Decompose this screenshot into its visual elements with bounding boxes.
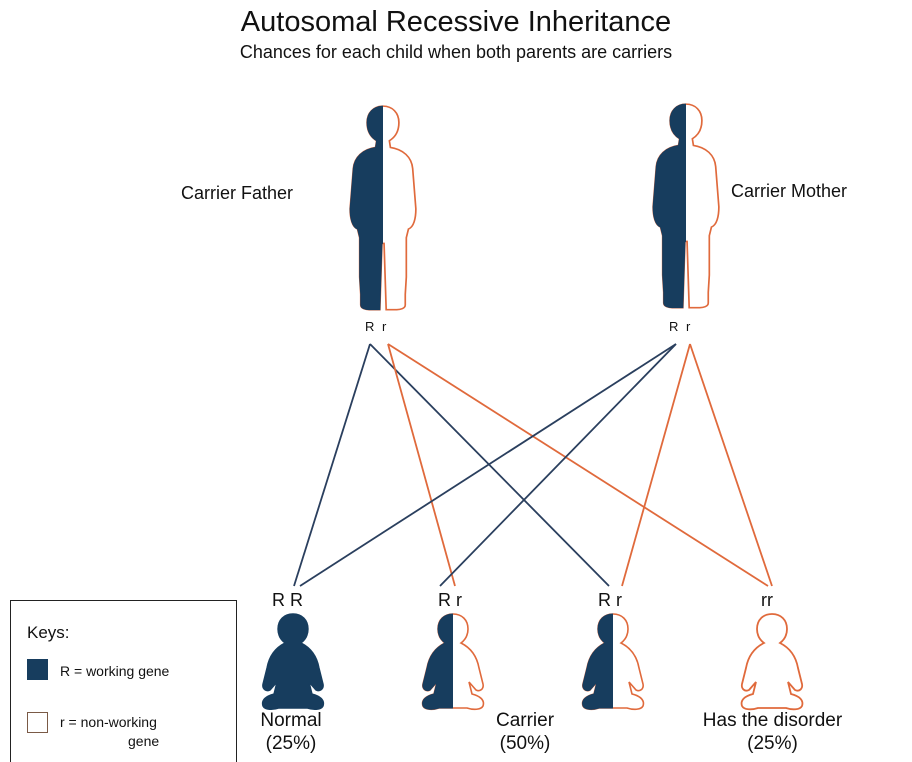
working-gene-swatch bbox=[27, 659, 48, 680]
father-R-to-child1 bbox=[293, 343, 371, 587]
child-carrier-figure-1 bbox=[421, 613, 485, 711]
outcome-carrier-label: Carrier bbox=[495, 710, 555, 731]
child-genotype-2: R r bbox=[438, 590, 462, 610]
mother-r-to-child3 bbox=[621, 343, 691, 587]
outcome-disorder-label: Has the disorder bbox=[702, 710, 843, 731]
diagram-title: Autosomal Recessive Inheritance bbox=[240, 6, 672, 38]
outcome-carrier: Carrier (50%) bbox=[470, 711, 580, 753]
outcome-carrier-pct: (50%) bbox=[499, 733, 551, 754]
diagram-subtitle: Chances for each child when both parents… bbox=[239, 42, 673, 62]
key-title: Keys: bbox=[27, 623, 70, 642]
child-genotype-4: rr bbox=[761, 590, 773, 610]
outcome-disorder-pct: (25%) bbox=[747, 733, 798, 754]
mother-figure bbox=[652, 103, 720, 309]
child-genotype-3: R r bbox=[598, 590, 622, 610]
father-r-to-child2 bbox=[387, 343, 456, 587]
father-figure bbox=[349, 105, 417, 311]
key-working-text: R = working gene bbox=[60, 663, 170, 679]
father-alleles: R r bbox=[365, 319, 389, 334]
mother-R-to-child2 bbox=[439, 343, 677, 587]
non-working-gene-swatch bbox=[27, 712, 48, 733]
mother-R-to-child1 bbox=[299, 343, 677, 587]
mother-label: Carrier Mother bbox=[731, 181, 848, 201]
outcome-normal: Normal (25%) bbox=[236, 711, 346, 753]
key-legend: Keys: R = working gene r = non-working g… bbox=[10, 600, 237, 762]
key-non-working-text-2: gene bbox=[128, 733, 160, 749]
outcome-disorder: Has the disorder (25%) bbox=[680, 711, 865, 753]
mother-r-to-child4 bbox=[689, 343, 773, 587]
key-non-working-text-1: r = non-working bbox=[60, 714, 157, 730]
father-r-to-child4 bbox=[387, 343, 769, 587]
child-carrier-figure-2 bbox=[581, 613, 645, 711]
inheritance-lines bbox=[293, 343, 773, 587]
mother-alleles: R r bbox=[669, 319, 693, 334]
father-label: Carrier Father bbox=[181, 183, 294, 203]
outcome-normal-pct: (25%) bbox=[265, 733, 317, 754]
child-affected-figure bbox=[740, 613, 804, 711]
child-genotype-1: R R bbox=[272, 590, 303, 610]
child-normal-figure bbox=[261, 613, 325, 711]
outcome-normal-label: Normal bbox=[260, 710, 322, 731]
